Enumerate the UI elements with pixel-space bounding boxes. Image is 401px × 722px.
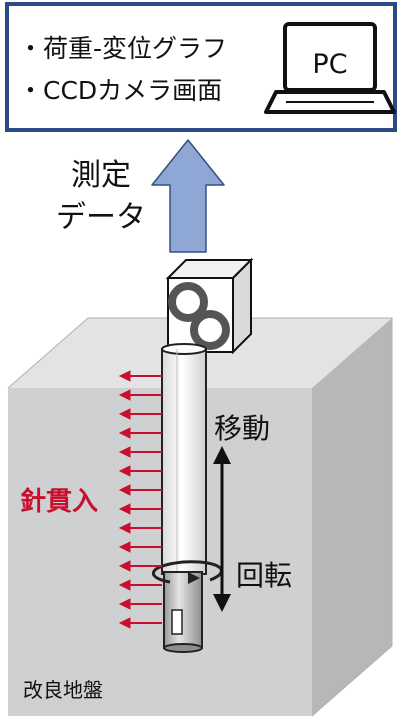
needle-arrow [118, 408, 162, 420]
ccd-camera-icon [165, 257, 254, 355]
move-label: 移動 [214, 412, 270, 445]
measurement-data-label-line1: 測定 [71, 158, 131, 193]
measurement-data-label-line2: データ [56, 200, 146, 235]
needle-penetration-arrows [118, 370, 162, 629]
penetration-rod [161, 343, 207, 575]
pc-info-box: ・荷重-変位グラフ ・CCDカメラ画面 PC [5, 2, 397, 132]
improved-ground-label: 改良地盤 [23, 678, 103, 702]
movement-arrow-icon [213, 446, 231, 612]
needle-arrow [118, 427, 162, 439]
needle-arrow [118, 522, 162, 534]
data-transfer-arrow [151, 139, 225, 253]
rotate-label: 回転 [236, 559, 292, 592]
probe-head [163, 571, 203, 653]
needle-arrow [118, 617, 162, 629]
needle-penetration-label: 針貫入 [20, 486, 98, 517]
needle-arrow [118, 370, 162, 382]
needle-arrow [118, 484, 162, 496]
bullet-ccd-camera-screen: ・CCDカメラ画面 [18, 76, 222, 105]
needle-arrow [118, 446, 162, 458]
needle-arrow [118, 503, 162, 515]
needle-arrow [118, 598, 162, 610]
bullet-load-displacement-graph: ・荷重-変位グラフ [18, 34, 227, 63]
pc-label: PC [312, 49, 347, 80]
needle-arrow [118, 541, 162, 553]
needle-arrow [118, 579, 162, 591]
needle-arrow [118, 389, 162, 401]
needle-arrow [118, 465, 162, 477]
needle-arrow [118, 560, 162, 572]
laptop-icon: PC [264, 22, 396, 114]
